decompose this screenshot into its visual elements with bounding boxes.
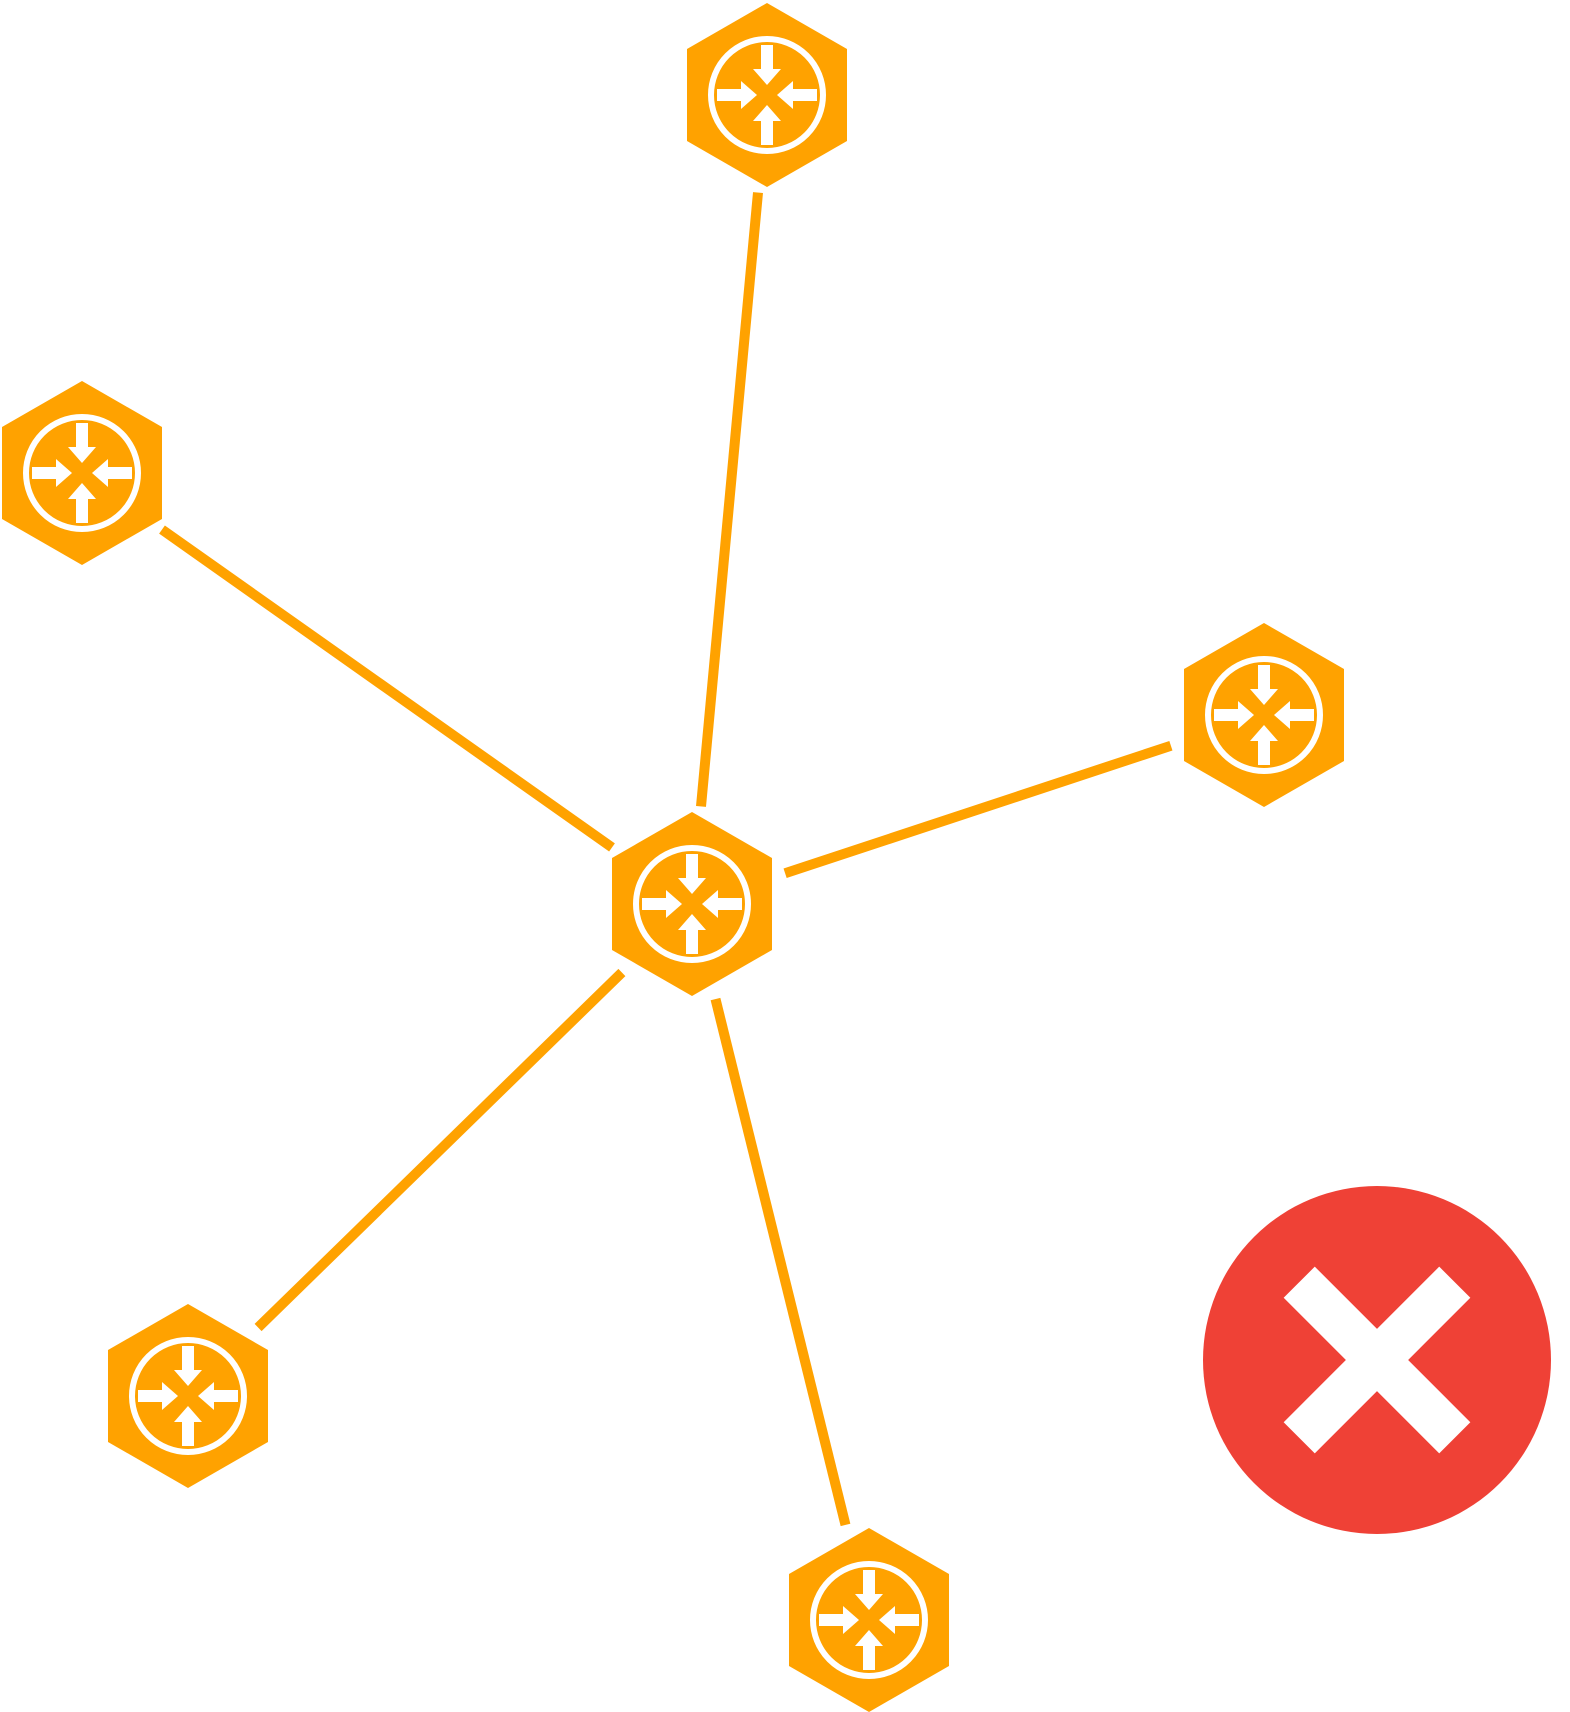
nodes-layer <box>2 3 1344 1712</box>
router-node-lower-left[interactable] <box>108 1304 268 1488</box>
router-node-right[interactable] <box>1184 623 1344 807</box>
error-x-icon[interactable] <box>1203 1186 1551 1534</box>
link-hub-lower-left <box>254 968 626 1332</box>
router-node-top[interactable] <box>687 3 847 187</box>
router-node-upper-left[interactable] <box>2 381 162 565</box>
router-node-hub[interactable] <box>612 812 772 996</box>
links-layer <box>159 192 1173 1527</box>
link-hub-right <box>783 740 1173 879</box>
link-hub-upper-left <box>159 525 615 852</box>
link-hub-top <box>696 192 763 807</box>
link-hub-bottom <box>710 997 851 1527</box>
router-node-bottom[interactable] <box>789 1528 949 1712</box>
